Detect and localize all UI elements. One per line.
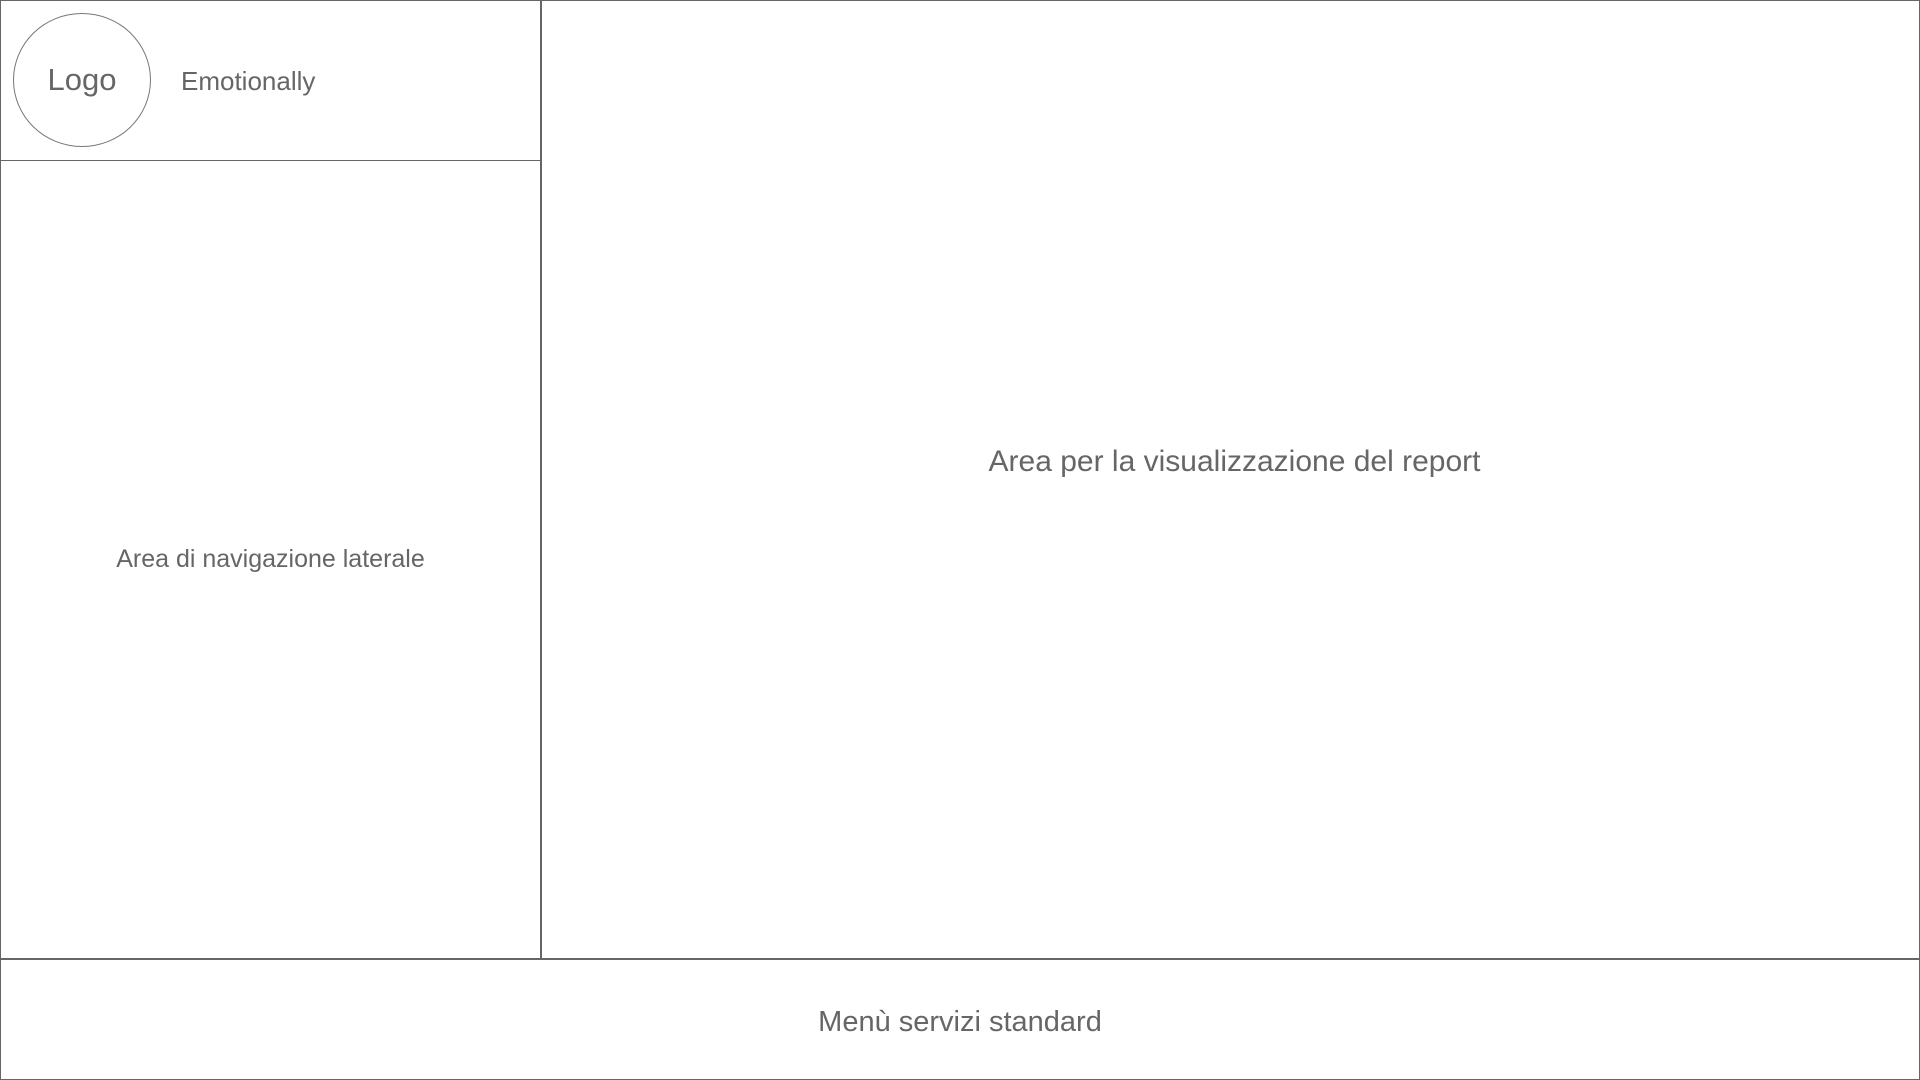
logo[interactable]: Logo <box>13 13 151 147</box>
report-view-label: Area per la visualizzazione del report <box>988 445 1481 478</box>
sidebar-navigation-label: Area di navigazione laterale <box>116 545 425 573</box>
report-view-area[interactable]: Area per la visualizzazione del report <box>542 1 1919 958</box>
app-name: Emotionally <box>181 66 316 96</box>
sidebar: Logo Emotionally Area di navigazione lat… <box>1 1 542 958</box>
sidebar-header: Logo Emotionally <box>1 1 540 161</box>
sidebar-navigation-area[interactable]: Area di navigazione laterale <box>1 161 540 958</box>
logo-label: Logo <box>47 62 117 97</box>
standard-services-menu-label: Menù servizi standard <box>818 1006 1102 1038</box>
standard-services-menu[interactable]: Menù servizi standard <box>1 958 1919 1079</box>
